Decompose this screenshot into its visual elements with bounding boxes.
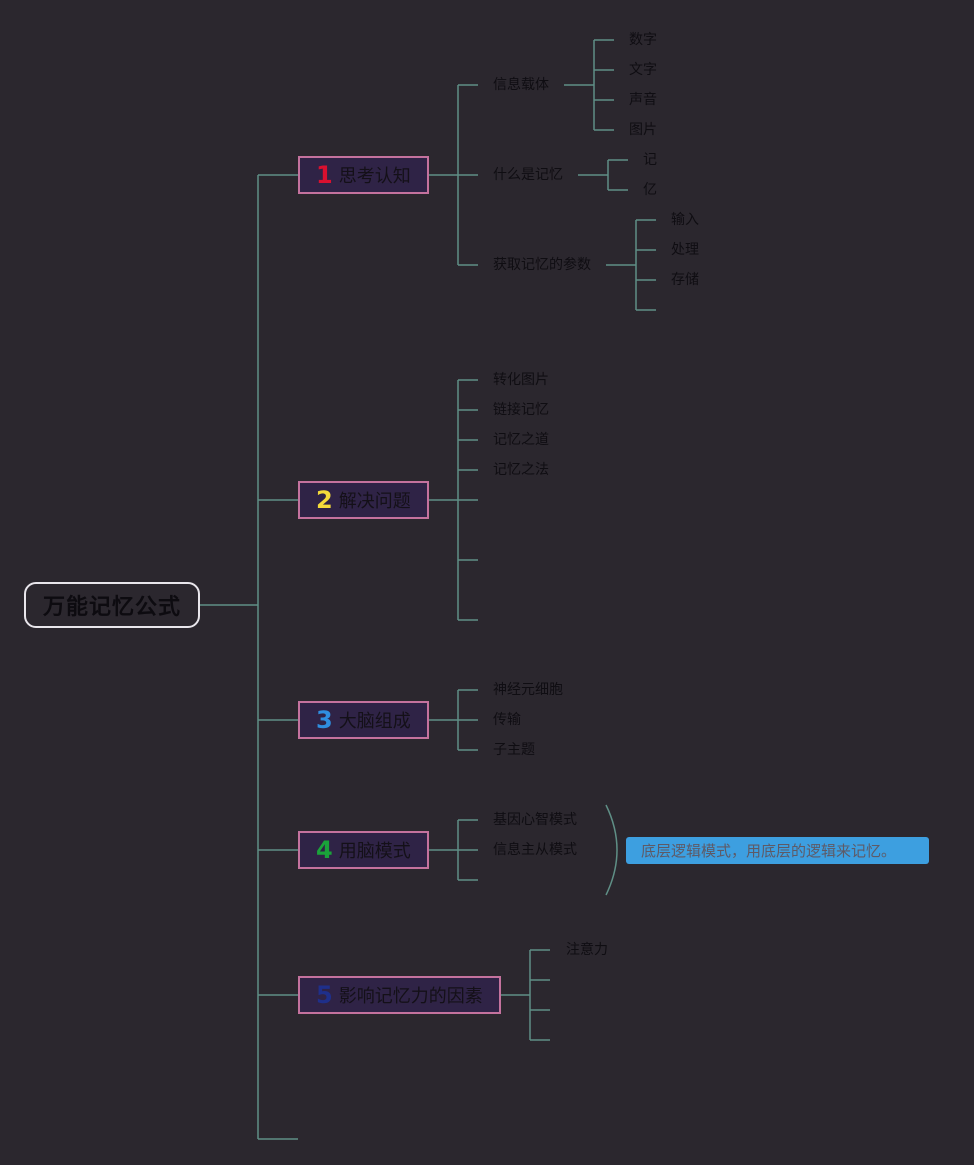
branch-number-1: 1 [316, 161, 333, 189]
subtopic-3-3[interactable]: 子主题 [493, 742, 535, 758]
leaf-1-3-2[interactable]: 处理 [671, 242, 699, 258]
subtopic-3-1[interactable]: 神经元细胞 [493, 682, 563, 698]
branch-label-1: 思考认知 [338, 166, 411, 187]
leaf-1-3-3[interactable]: 存储 [671, 272, 699, 288]
leaf-1-3-1[interactable]: 输入 [671, 212, 699, 228]
leaf-1-1-2[interactable]: 文字 [629, 62, 657, 78]
subtopic-3-2[interactable]: 传输 [493, 712, 521, 728]
branch-topic-5[interactable]: 5 影响记忆力的因素 [298, 976, 501, 1014]
subtopic-2-2[interactable]: 链接记忆 [493, 402, 549, 418]
subtopic-1-1[interactable]: 信息载体 [493, 77, 549, 93]
subtopic-2-4[interactable]: 记忆之法 [493, 462, 549, 478]
leaf-1-2-2[interactable]: 亿 [643, 182, 657, 198]
leaf-1-1-3[interactable]: 声音 [629, 92, 657, 108]
branch-topic-2[interactable]: 2 解决问题 [298, 481, 429, 519]
summary-callout[interactable]: 底层逻辑模式，用底层的逻辑来记忆。 [626, 837, 929, 864]
subtopic-4-1[interactable]: 基因心智模式 [493, 812, 577, 828]
branch-number-2: 2 [316, 486, 333, 514]
branch-label-5: 影响记忆力的因素 [338, 986, 483, 1007]
leaf-1-1-1[interactable]: 数字 [629, 32, 657, 48]
subtopic-1-2[interactable]: 什么是记忆 [493, 167, 563, 183]
subtopic-5-1[interactable]: 注意力 [566, 942, 608, 958]
root-topic-label: 万能记忆公式 [42, 595, 181, 620]
root-topic[interactable]: 万能记忆公式 [24, 582, 200, 628]
branch-number-4: 4 [316, 836, 333, 864]
branch-topic-3[interactable]: 3 大脑组成 [298, 701, 429, 739]
subtopic-2-3[interactable]: 记忆之道 [493, 432, 549, 448]
branch-label-2: 解决问题 [338, 491, 411, 512]
subtopic-1-3[interactable]: 获取记忆的参数 [493, 257, 591, 273]
branch-number-5: 5 [316, 981, 333, 1009]
branch-topic-4[interactable]: 4 用脑模式 [298, 831, 429, 869]
subtopic-4-2[interactable]: 信息主从模式 [493, 842, 577, 858]
summary-callout-text: 底层逻辑模式，用底层的逻辑来记忆。 [641, 842, 897, 860]
branch-number-3: 3 [316, 706, 333, 734]
leaf-1-2-1[interactable]: 记 [643, 152, 657, 168]
summary-bracket [605, 804, 618, 896]
leaf-1-1-4[interactable]: 图片 [629, 122, 657, 138]
branch-topic-1[interactable]: 1 思考认知 [298, 156, 429, 194]
branch-label-4: 用脑模式 [338, 841, 411, 862]
branch-label-3: 大脑组成 [338, 711, 411, 732]
subtopic-2-1[interactable]: 转化图片 [493, 372, 549, 388]
